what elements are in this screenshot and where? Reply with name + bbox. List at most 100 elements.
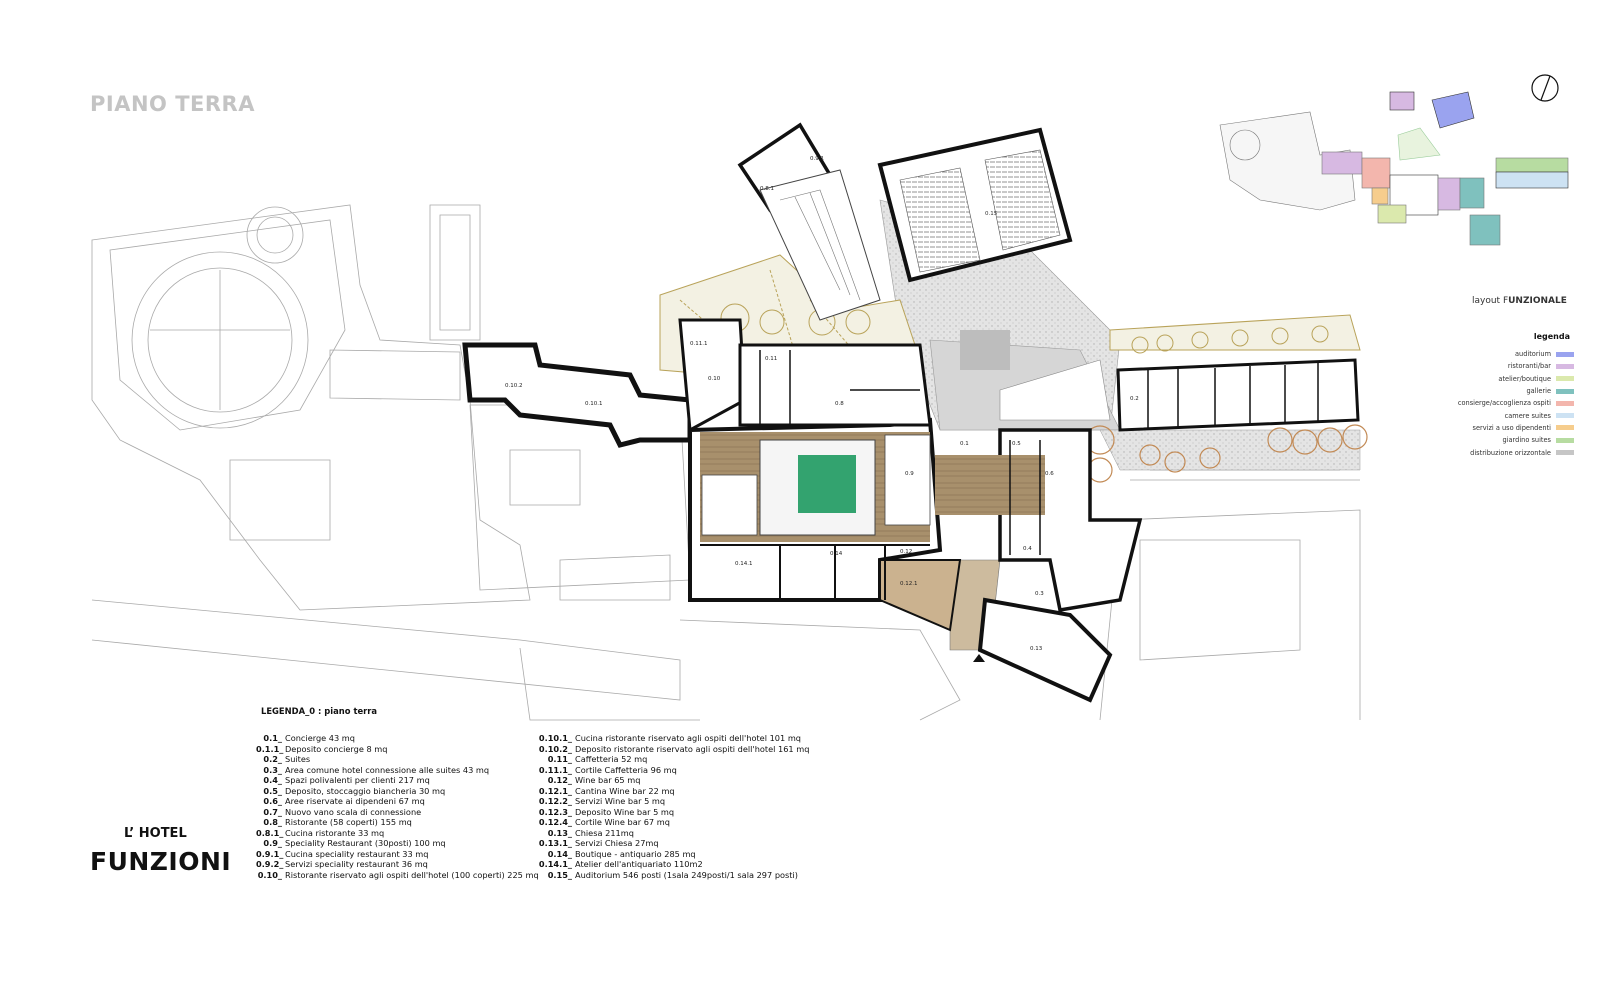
courtyard-pool [798,455,856,513]
legend-row: 0.7_Nuovo vano scala di connessione [256,807,539,818]
room-label: 0.11.1 [690,341,708,347]
functional-legend-row: distribuzione orizzontale [1458,446,1574,458]
functional-legend-row: camere suites [1458,409,1574,421]
functional-legend-swatch [1556,376,1574,382]
legend-text: Cucina ristorante riservato agli ospiti … [575,733,801,743]
legend-code: 0.9.2_ [256,859,284,869]
legend-code: 0.6_ [263,796,282,806]
legend-row: 0.2_Suites [256,754,539,765]
functional-legend-label: auditorium [1514,350,1551,359]
legend-text: Boutique - antiquario 285 mq [575,848,696,859]
legend-row: 0.9.1_Cucina speciality restaurant 33 mq [256,849,539,860]
legend-row: 0.14.1_Atelier dell'antiquariato 110m2 [537,859,809,870]
functional-legend-label: giardino suites [1502,436,1551,445]
legend-title: LEGENDA_0 : piano terra [261,706,378,716]
legend-text: Ristorante riservato agli ospiti dell'ho… [285,869,539,880]
legend-row: 0.12.1_Cantina Wine bar 22 mq [537,786,809,797]
legend-text: Suites [285,754,311,764]
functional-legend-label: distribuzione orizzontale [1470,448,1551,457]
legend-row: 0.9.2_Servizi speciality restaurant 36 m… [256,859,539,870]
legend-code: 0.10.2_ [538,743,572,754]
legend-code: 0.12.2_ [538,796,572,806]
legend-text: Servizi Wine bar 5 mq [575,796,666,806]
auditorium-label: 0.15 [985,211,998,217]
room-label: 0.9.1 [810,156,824,162]
room-label: 0.2 [1130,396,1139,402]
legend-row: 0.10.1_Cucina ristorante riservato agli … [537,733,809,744]
legend-row: 0.13.1_Servizi Chiesa 27mq [537,838,809,849]
legend-row: 0.5_Deposito, stoccaggio biancheria 30 m… [256,786,539,797]
legend-code: 0.12.1_ [538,785,572,796]
functional-legend-swatch [1556,425,1574,431]
legend-row: 0.11_Caffetteria 52 mq [537,754,809,765]
legend-row: 0.8.1_Cucina ristorante 33 mq [256,828,539,839]
legend-row: 0.3_Area comune hotel connessione alle s… [256,765,539,776]
hotel-label: L’ HOTEL [124,826,187,841]
legend-text: Area comune hotel connessione alle suite… [285,764,490,775]
legend-code: 0.12.3_ [538,806,572,817]
legend-row: 0.14_Boutique - antiquario 285 mq [537,849,809,860]
legend-row: 0.4_Spazi polivalenti per clienti 217 mq [256,775,539,786]
room-label: 0.14.1 [735,561,753,567]
functional-legend-row: giardino suites [1458,434,1574,446]
legend-code: 0.12_ [547,775,572,785]
room-label: 0.3 [1035,591,1044,597]
functional-legend-row: auditorium [1458,348,1574,360]
legend-row: 0.11.1_Cortile Caffetteria 96 mq [537,765,809,776]
legend-code: 0.1_ [263,733,282,743]
room-label: 0.10 [708,376,721,382]
legend-code: 0.10.1_ [538,733,572,743]
legend-text: Servizi speciality restaurant 36 mq [285,859,428,869]
room-labels: 0.10.2 0.10.1 0.10 0.11 0.11.1 0.14 0.14… [505,156,1139,652]
room-label: 0.9 [905,471,914,477]
room-label: 0.8 [835,401,844,407]
legend-code: 0.9.1_ [256,848,284,859]
room-label: 0.1 [960,441,969,447]
legend-row: 0.1.1_Deposito concierge 8 mq [256,744,539,755]
room-label: 0.10.1 [585,401,603,407]
room-label: 0.13 [1030,646,1043,652]
functional-legend-swatch [1556,351,1574,357]
functional-legend-row: servizi a uso dipendenti [1458,422,1574,434]
functional-legend-row: atelier/boutique [1458,373,1574,385]
legend-row: 0.13_Chiesa 211mq [537,828,809,839]
legend-text: Deposito ristorante riservato agli ospit… [575,743,810,754]
section-title: FUNZIONI [90,847,232,876]
legend-row: 0.12_Wine bar 65 mq [537,775,809,786]
legend-text: Cantina Wine bar 22 mq [575,785,675,796]
context-buildings [91,204,1361,721]
legend-text: Cucina ristorante 33 mq [285,827,385,838]
legend-row: 0.12.2_Servizi Wine bar 5 mq [537,796,809,807]
legend-row: 0.8_Ristorante (58 coperti) 155 mq [256,817,539,828]
legend-code: 0.15_ [547,869,572,880]
legend-code: 0.14.1_ [538,859,572,869]
functional-legend-label: atelier/boutique [1498,374,1551,383]
layout-label-prefix: layout F [1472,296,1509,306]
legend-text: Speciality Restaurant (30posti) 100 mq [285,838,446,848]
exterior-paving [879,199,1361,651]
legend-text: Deposito Wine bar 5 mq [575,806,675,817]
functional-legend-swatch [1556,413,1574,419]
legend-code: 0.8_ [263,817,282,827]
legend-code: 0.2_ [263,754,282,764]
legend-text: Cucina speciality restaurant 33 mq [285,848,429,859]
legend-row: 0.12.4_Cortile Wine bar 67 mq [537,817,809,828]
entrance-arrow-icon [973,654,985,662]
legend-code: 0.13_ [547,827,572,838]
room-label: 0.4 [1023,546,1032,552]
functional-legend-label: gallerie [1526,387,1551,396]
suites-row [1116,358,1360,432]
legend-text: Cortile Caffetteria 96 mq [575,764,677,775]
legend-text: Deposito, stoccaggio biancheria 30 mq [285,785,446,796]
legend-text: Cortile Wine bar 67 mq [575,817,670,827]
annex-building [737,122,881,321]
page-title: PIANO TERRA [90,92,255,116]
legend-row: 0.6_Aree riservate ai dipendeni 67 mq [256,796,539,807]
room-label: 0.10.2 [505,383,523,389]
legend-code: 0.10_ [257,869,282,880]
legend-code: 0.8.1_ [256,827,284,838]
room-label: 0.8.1 [760,186,774,192]
